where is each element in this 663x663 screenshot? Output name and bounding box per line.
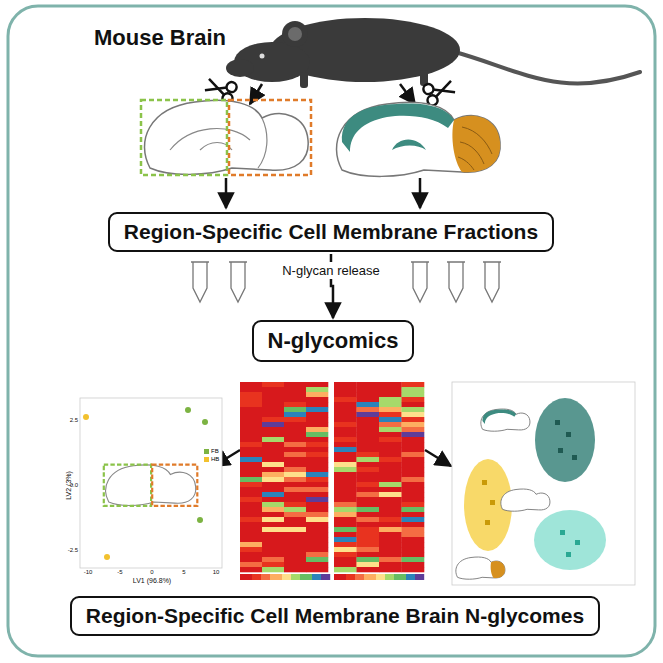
tick-label: 0 xyxy=(150,569,153,575)
scissors xyxy=(422,76,457,107)
tick-label: -5 xyxy=(117,569,122,575)
legend-swatch xyxy=(204,449,209,454)
box-text: N-glycomics xyxy=(268,328,399,354)
process-box: Region-Specific Cell Membrane Fractions xyxy=(108,212,554,252)
mouse xyxy=(226,18,640,88)
tube xyxy=(191,262,501,302)
legend-text: FB xyxy=(211,448,219,454)
brain-sketch xyxy=(337,102,501,176)
tick-label: -10 xyxy=(84,569,93,575)
tick-label: 5 xyxy=(182,569,185,575)
edge-label: N-glycan release xyxy=(279,262,383,279)
tick-label: 0.0 xyxy=(70,482,78,488)
box-text: Region-Specific Cell Membrane Brain N-gl… xyxy=(86,604,584,628)
frame xyxy=(8,6,655,656)
tick-label: 2.5 xyxy=(70,417,78,423)
legend-swatch xyxy=(204,457,209,462)
legend-text: HB xyxy=(211,456,219,462)
legend-item: HB xyxy=(204,456,219,462)
process-box: N-glycomics xyxy=(252,320,415,362)
brain-sketch xyxy=(141,100,311,175)
box-text: Region-Specific Cell Membrane Fractions xyxy=(124,220,538,244)
title-label: Mouse Brain xyxy=(94,27,226,49)
heatmap xyxy=(240,382,424,580)
process-box: Region-Specific Cell Membrane Brain N-gl… xyxy=(70,596,600,636)
legend-item: FB xyxy=(204,448,219,454)
scatter-plot xyxy=(452,382,635,585)
tick-label: 10 xyxy=(213,569,220,575)
axis-label: LV1 (96.8%) xyxy=(133,577,171,584)
tick-label: -2.5 xyxy=(68,547,78,553)
scatter-plot xyxy=(80,398,222,568)
